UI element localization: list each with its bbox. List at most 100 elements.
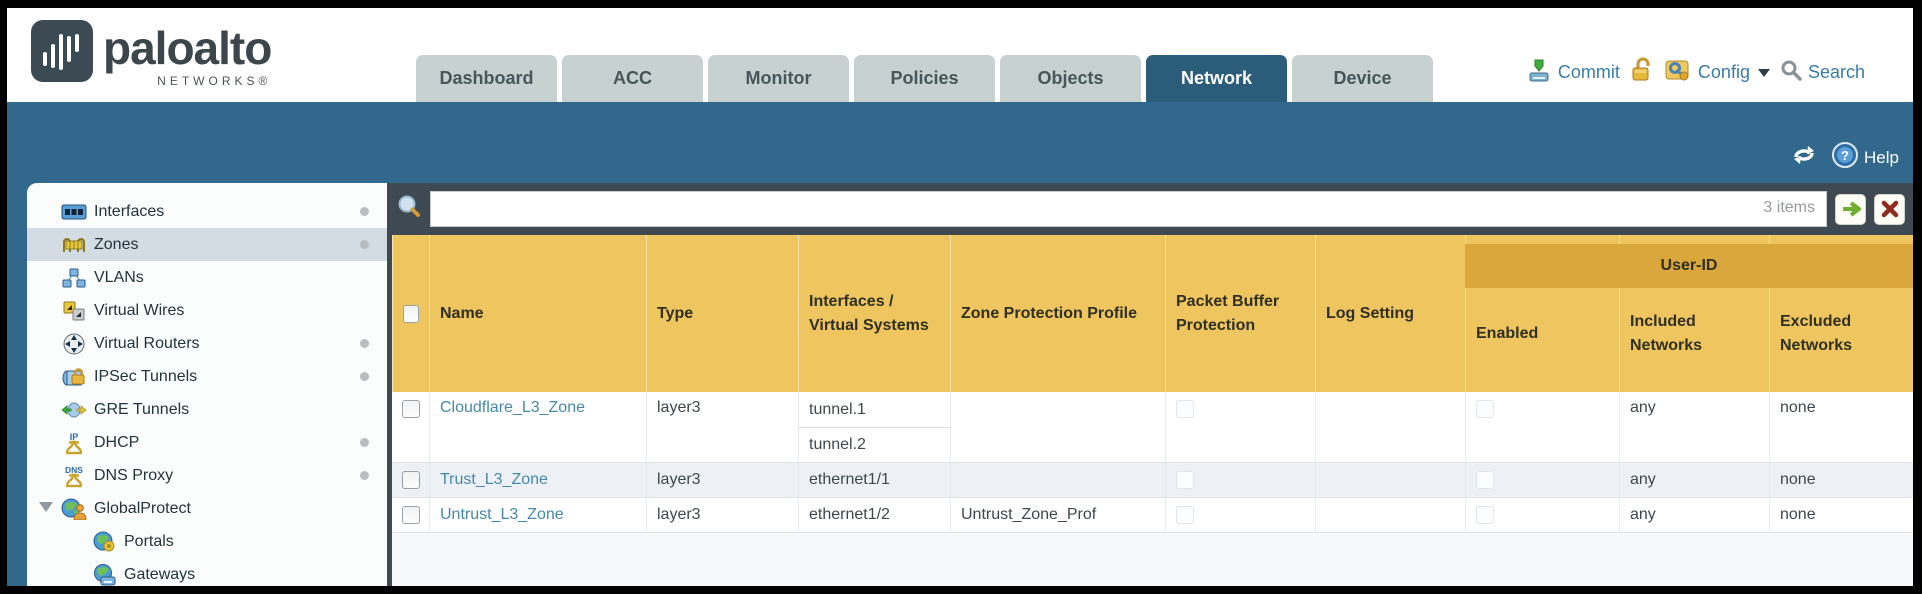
dns-proxy-icon: DNS [61, 465, 87, 487]
interfaces-cell: ethernet1/1 [798, 463, 950, 498]
col-header-packet-buffer[interactable]: Packet Buffer Protection [1165, 235, 1315, 392]
sidebar-item-interfaces[interactable]: Interfaces [27, 195, 387, 228]
enabled-checkbox[interactable] [1476, 400, 1494, 418]
gre-tunnels-icon [61, 399, 87, 421]
col-header-zone-protection[interactable]: Zone Protection Profile [950, 235, 1165, 392]
packet-buffer-checkbox[interactable] [1176, 400, 1194, 418]
table-row: Untrust_L3_Zone layer3 ethernet1/2 Untru… [392, 498, 1913, 533]
tab-device[interactable]: Device [1292, 55, 1433, 102]
excluded-networks-cell: none [1769, 498, 1913, 533]
row-checkbox[interactable] [401, 506, 420, 524]
log-setting-cell [1315, 498, 1465, 533]
logo-sub-text: NETWORKS® [157, 74, 272, 88]
filter-bar: 3 items [392, 183, 1913, 235]
sidebar-item-gateways[interactable]: Gateways [27, 558, 387, 586]
row-checkbox[interactable] [401, 471, 420, 489]
included-networks-cell: any [1619, 498, 1769, 533]
status-dot [360, 240, 369, 249]
dhcp-icon: IP [61, 432, 87, 454]
col-header-interfaces[interactable]: Interfaces / Virtual Systems [798, 235, 950, 392]
zone-protection-cell [950, 463, 1165, 498]
commit-icon [1526, 57, 1552, 88]
filter-search-icon [396, 194, 422, 225]
portals-icon [91, 531, 117, 553]
row-checkbox[interactable] [401, 400, 420, 418]
sidebar-item-gre-tunnels[interactable]: GRE Tunnels [27, 393, 387, 426]
lock-icon[interactable] [1630, 57, 1654, 88]
collapse-arrow-icon[interactable] [39, 502, 53, 512]
sidebar-item-virtual-routers[interactable]: Virtual Routers [27, 327, 387, 360]
svg-text:DNS: DNS [65, 465, 83, 475]
tab-dashboard[interactable]: Dashboard [416, 55, 557, 102]
globalprotect-icon [61, 498, 87, 520]
clear-filter-button[interactable] [1874, 193, 1905, 225]
main-area: Interfaces Zones VLANs Virtua [7, 183, 1913, 586]
ipsec-tunnels-icon [61, 366, 87, 388]
type-cell: layer3 [646, 463, 798, 498]
col-header-excluded-networks[interactable]: Excluded Networks [1769, 235, 1913, 392]
type-cell: layer3 [646, 498, 798, 533]
col-header-included-networks[interactable]: Included Networks [1619, 235, 1769, 392]
status-dot [360, 207, 369, 216]
vlans-icon [61, 267, 87, 289]
sidebar-item-dns-proxy[interactable]: DNS DNS Proxy [27, 459, 387, 492]
gateways-icon [91, 563, 117, 586]
sidebar-item-dhcp[interactable]: IP DHCP [27, 426, 387, 459]
commit-button[interactable]: Commit [1526, 57, 1620, 88]
packet-buffer-checkbox[interactable] [1176, 471, 1194, 489]
filter-input[interactable] [430, 191, 1827, 227]
paloalto-logo: paloalto NETWORKS® [31, 20, 272, 88]
status-dot [360, 372, 369, 381]
config-menu[interactable]: Config [1664, 57, 1770, 88]
table-row: Trust_L3_Zone layer3 ethernet1/1 any non… [392, 463, 1913, 498]
tab-acc[interactable]: ACC [562, 55, 703, 102]
svg-text:IP: IP [70, 432, 79, 442]
log-setting-cell [1315, 392, 1465, 463]
type-cell: layer3 [646, 392, 798, 463]
col-header-enabled[interactable]: Enabled [1465, 235, 1619, 392]
user-id-group-header: User-ID [1465, 244, 1913, 288]
refresh-icon[interactable] [1790, 143, 1818, 172]
search-button[interactable]: Search [1780, 59, 1865, 86]
tab-network[interactable]: Network [1146, 55, 1287, 102]
paloalto-logo-icon [31, 20, 93, 82]
included-networks-cell: any [1619, 392, 1769, 463]
tab-policies[interactable]: Policies [854, 55, 995, 102]
sub-header-band: ? Help [7, 102, 1913, 183]
sidebar-item-vlans[interactable]: VLANs [27, 261, 387, 294]
tab-monitor[interactable]: Monitor [708, 55, 849, 102]
packet-buffer-checkbox[interactable] [1176, 506, 1194, 524]
interfaces-cell: tunnel.1 tunnel.2 [798, 392, 950, 463]
app-window: paloalto NETWORKS® Dashboard ACC Monitor… [7, 8, 1913, 586]
zone-name-link[interactable]: Cloudflare_L3_Zone [440, 399, 585, 416]
excluded-networks-cell: none [1769, 392, 1913, 463]
col-header-log-setting[interactable]: Log Setting [1315, 235, 1465, 392]
status-dot [360, 438, 369, 447]
enabled-checkbox[interactable] [1476, 506, 1494, 524]
top-actions: Commit Config [1526, 57, 1865, 88]
col-header-name[interactable]: Name [429, 235, 646, 392]
log-setting-cell [1315, 463, 1465, 498]
svg-text:?: ? [1841, 148, 1849, 163]
status-dot [360, 339, 369, 348]
enabled-checkbox[interactable] [1476, 471, 1494, 489]
sidebar-item-zones[interactable]: Zones [27, 228, 387, 261]
help-label[interactable]: Help [1864, 147, 1899, 167]
sidebar-item-globalprotect[interactable]: GlobalProtect [27, 492, 387, 525]
zone-name-link[interactable]: Trust_L3_Zone [440, 471, 548, 488]
config-caret-icon [1757, 68, 1770, 77]
col-header-type[interactable]: Type [646, 235, 798, 392]
content-area: 3 items User-ID Name Type Interfaces / V… [387, 183, 1913, 586]
sidebar-item-portals[interactable]: Portals [27, 525, 387, 558]
items-count: 3 items [1763, 199, 1815, 216]
zones-icon [61, 234, 87, 256]
help-icon[interactable]: ? [1832, 142, 1859, 173]
sidebar-item-ipsec-tunnels[interactable]: IPSec Tunnels [27, 360, 387, 393]
select-all-checkbox-cell [392, 235, 429, 392]
zone-name-link[interactable]: Untrust_L3_Zone [440, 506, 564, 523]
tab-objects[interactable]: Objects [1000, 55, 1141, 102]
included-networks-cell: any [1619, 463, 1769, 498]
sidebar-item-virtual-wires[interactable]: Virtual Wires [27, 294, 387, 327]
apply-filter-button[interactable] [1835, 193, 1866, 225]
select-all-checkbox[interactable] [403, 304, 419, 323]
